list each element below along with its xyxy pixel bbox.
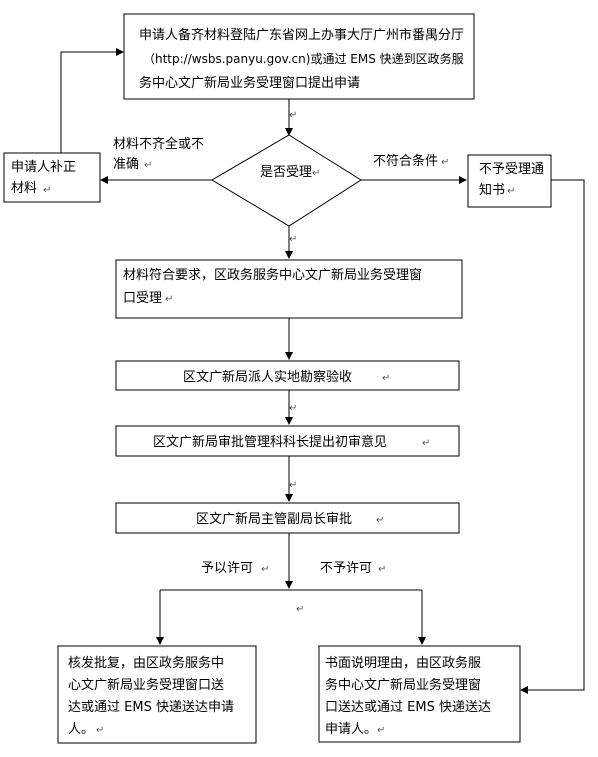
node-inspect: 区文广新局派人实地勘察验收 [115,360,460,391]
arrow-supplement-to-start [60,48,124,153]
svg-text:↵: ↵ [144,160,152,171]
svg-text:↵: ↵ [43,185,51,196]
arrow-reject-notice-to-deny [520,179,585,694]
node-supplement: 申请人补正 材料 [3,152,101,203]
svg-text:↵: ↵ [165,294,173,305]
node-grant-line-1: 核发批复，由区政务服务中 [68,655,224,671]
edge-label-permit: 予以许可 [201,561,253,576]
node-supplement-line-2: 材料 [11,181,37,196]
svg-text:↵: ↵ [312,168,320,179]
node-decision-label: 是否受理 [260,165,312,180]
node-accept-line-1: 材料符合要求，区政务服务中心文广新局业务受理窗 [123,267,422,283]
edge-label-incomplete-line-2: 准确 [113,157,139,172]
node-start-line-1: 申请人备齐材料登陆广东省网上办事大厅广州市番禺分厅 [139,27,464,43]
node-deny-line-3: 口送达或通过 EMS 快递送达 [325,700,491,715]
node-grant-line-4: 人。 [68,722,94,737]
svg-text:↵: ↵ [441,157,449,168]
svg-text:↵: ↵ [382,373,390,384]
node-grant-line-3: 达或通过 EMS 快递送达申请 [68,700,234,715]
connectors [60,48,585,694]
node-deny-line-4: 申请人。 [325,722,377,737]
svg-text:↵: ↵ [289,234,297,245]
edge-label-no-permit: 不予许可 [320,561,372,576]
node-decision: 是否受理 ↵ [211,134,362,227]
svg-text:↵: ↵ [377,725,385,736]
svg-text:↵: ↵ [289,403,297,414]
edge-label-not-eligible: 不符合条件 [373,153,438,169]
node-approve-label: 区文广新局主管副局长审批 [196,511,352,527]
svg-text:↵: ↵ [349,80,357,91]
node-inspect-label: 区文广新局派人实地勘察验收 [183,369,352,385]
edge-label-incomplete-line-1: 材料不齐全或不 [113,136,204,152]
svg-text:↵: ↵ [289,480,297,491]
node-start: 申请人备齐材料登陆广东省网上办事大厅广州市番禺分厅 （http://wsbs.p… [123,13,475,100]
node-accept: 材料符合要求，区政务服务中心文广新局业务受理窗 口受理 [115,259,463,319]
node-approve: 区文广新局主管副局长审批 [115,502,460,534]
svg-text:↵: ↵ [507,186,515,197]
node-reject-notice-line-2: 知书 [479,182,505,198]
node-reject-notice-line-1: 不予受理通 [479,162,544,177]
node-grant-line-2: 心文广新局业务受理窗口送 [68,677,224,693]
svg-text:↵: ↵ [422,438,430,449]
svg-text:↵: ↵ [261,564,269,575]
svg-text:↵: ↵ [289,110,297,121]
node-review-label: 区文广新局审批管理科科长提出初审意见 [153,434,387,450]
node-supplement-line-1: 申请人补正 [11,160,76,175]
node-accept-line-2: 口受理 [123,291,162,306]
node-deny-line-2: 务中心文广新局业务受理窗 [325,677,481,693]
node-start-line-2: （http://wsbs.panyu.gov.cn)或通过 EMS 快递到区政务… [143,51,464,66]
node-review: 区文广新局审批管理科科长提出初审意见 [115,425,460,457]
svg-text:↵: ↵ [376,515,384,526]
node-start-line-3: 务中心文广新局业务受理窗口提出申请 [139,75,360,91]
node-reject-notice: 不予受理通 知书 [467,154,552,208]
edge-labels: 材料不齐全或不 准确 不符合条件 予以许可 不予许可 [113,136,438,576]
node-deny: 书面说明理由，由区政务服 务中心文广新局业务受理窗 口送达或通过 EMS 快递送… [318,645,521,743]
paragraph-marks: ↵ ↵ ↵ ↵ ↵ ↵ ↵ ↵ ↵ ↵ ↵ ↵ ↵ ↵ ↵ ↵ ↵ ↵ [43,80,515,736]
svg-text:↵: ↵ [296,604,304,615]
svg-text:↵: ↵ [378,564,386,575]
node-grant: 核发批复，由区政务服务中 心文广新局业务受理窗口送 达或通过 EMS 快递送达申… [57,645,257,744]
svg-text:↵: ↵ [96,725,104,736]
node-deny-line-1: 书面说明理由，由区政务服 [325,655,481,671]
